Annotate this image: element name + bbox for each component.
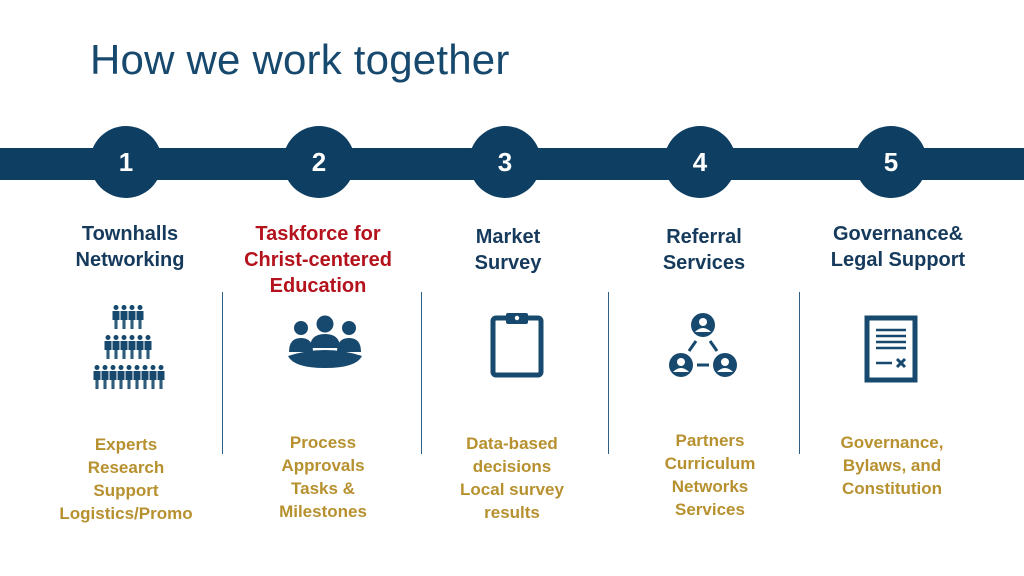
- step-1-items: Experts Research Support Logistics/Promo: [31, 433, 221, 525]
- step-5-heading-line: Legal Support: [830, 249, 966, 271]
- list-item: Networks: [671, 477, 749, 496]
- step-4-heading-line: Services: [662, 252, 746, 274]
- list-item: Experts: [94, 435, 158, 454]
- step-2-heading-line: Taskforce for: [255, 223, 381, 245]
- step-1-heading-line: Townhalls: [81, 223, 179, 245]
- list-item: decisions: [472, 457, 552, 476]
- list-item: results: [484, 503, 540, 522]
- step-2-number: 2: [283, 126, 355, 198]
- step-2-heading-line: Christ-centered: [244, 249, 392, 271]
- meeting-table-icon: [288, 315, 362, 368]
- step-2-items: Process Approvals Tasks & Milestones: [228, 431, 418, 523]
- step-4-heading: Referral Services: [609, 224, 799, 276]
- list-item: Partners: [675, 431, 745, 450]
- list-item: Governance,: [840, 433, 944, 452]
- step-4-number: 4: [664, 126, 736, 198]
- step-4-items: Partners Curriculum Networks Services: [615, 429, 805, 521]
- referral-network-icon: [669, 313, 737, 377]
- step-3-number: 3: [469, 126, 541, 198]
- step-5-heading-line: Governance&: [832, 223, 964, 245]
- list-item: Bylaws, and: [842, 456, 942, 475]
- list-item: Data-based: [466, 434, 558, 453]
- step-3-heading: Market Survey: [413, 224, 603, 276]
- step-4-heading-line: Referral: [666, 226, 742, 248]
- clipboard-icon: [490, 313, 544, 378]
- list-item: Process: [289, 433, 357, 452]
- list-item: Local survey: [460, 480, 564, 499]
- legal-document-icon: [864, 315, 918, 383]
- list-item: Research: [87, 458, 165, 477]
- list-item: Milestones: [279, 502, 367, 521]
- step-1-number: 1: [90, 126, 162, 198]
- list-item: Tasks &: [291, 479, 355, 498]
- column-divider: [222, 292, 223, 454]
- step-2-heading: Taskforce for Christ-centered Education: [223, 221, 413, 299]
- step-5-heading: Governance& Legal Support: [803, 221, 993, 273]
- step-1-heading: Townhalls Networking: [35, 221, 225, 273]
- column-divider: [608, 292, 609, 454]
- step-3-heading-line: Market: [475, 226, 541, 248]
- column-divider: [421, 292, 422, 454]
- people-pyramid-icon: [93, 305, 165, 389]
- list-item: Support: [93, 481, 159, 500]
- column-divider: [799, 292, 800, 454]
- step-3-items: Data-based decisions Local survey result…: [417, 432, 607, 524]
- list-item: Services: [675, 500, 745, 519]
- step-3-heading-line: Survey: [474, 252, 542, 274]
- list-item: Constitution: [841, 479, 943, 498]
- step-2-heading-line: Education: [269, 275, 367, 297]
- list-item: Curriculum: [664, 454, 756, 473]
- list-item: Logistics/Promo: [59, 504, 193, 523]
- step-5-number: 5: [855, 126, 927, 198]
- list-item: Approvals: [281, 456, 365, 475]
- step-5-items: Governance, Bylaws, and Constitution: [797, 431, 987, 500]
- step-1-heading-line: Networking: [75, 249, 185, 271]
- page-title: How we work together: [90, 36, 510, 83]
